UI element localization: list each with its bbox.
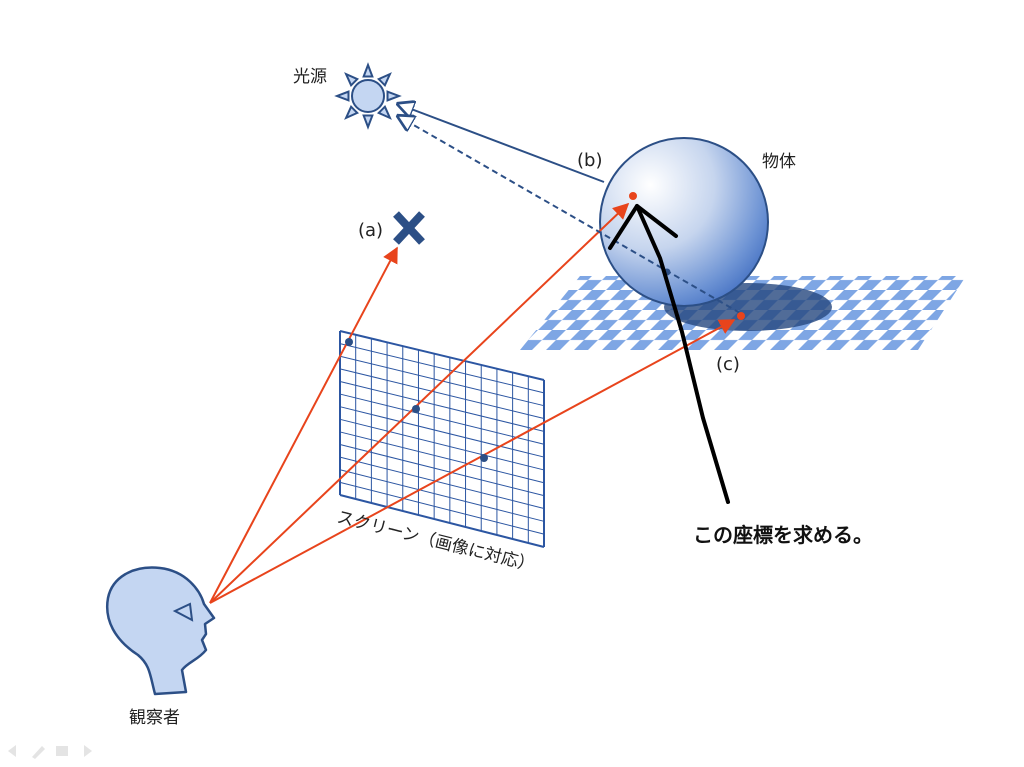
annotation-text: この座標を求める。 [693, 523, 873, 547]
sun-ray [362, 114, 374, 130]
hit-point-c [737, 312, 745, 320]
screen-grid-line [339, 494, 545, 548]
screen-grid-line [339, 343, 545, 394]
screen-grid-line [339, 393, 545, 445]
screen-grid-line [339, 368, 545, 420]
prev-slide-icon[interactable] [8, 745, 16, 757]
sun-ray [344, 104, 360, 120]
view-rays [209, 202, 736, 604]
sphere-object [599, 137, 769, 307]
light-ray-b [398, 104, 605, 183]
light-ray-c [398, 116, 741, 314]
pen-icon[interactable] [32, 746, 45, 759]
screen-grid-line [339, 431, 545, 484]
eye-icon [172, 602, 194, 622]
shadow-rays [398, 104, 741, 314]
next-slide-icon[interactable] [84, 745, 92, 757]
observer-label: 観察者 [129, 708, 180, 728]
menu-icon[interactable] [56, 746, 68, 756]
miss-cross-icon [393, 211, 425, 245]
sun-ray [344, 72, 360, 88]
sun-ray [376, 104, 392, 120]
object-label: 物体 [762, 152, 796, 172]
screen-grid-line [339, 380, 545, 432]
slide-nav [8, 745, 92, 759]
screen-grid-line [339, 456, 545, 509]
sun-ray [334, 90, 350, 102]
marker-b-label: (b) [577, 150, 602, 171]
marker-c-label: (c) [716, 354, 740, 375]
screen-grid-line [339, 481, 545, 535]
screen-grid-line [339, 444, 545, 497]
screen-grid-line [339, 418, 545, 471]
ray-b [209, 202, 630, 604]
ray-c [209, 319, 736, 604]
screen-grid-line [339, 406, 545, 458]
screen-grid-line [339, 469, 545, 522]
ray-a [209, 246, 398, 604]
light-source-label: 光源 [293, 67, 327, 87]
annotation-arrow [608, 204, 730, 504]
marker-a-label: (a) [358, 220, 383, 241]
observer-head [105, 566, 216, 696]
screen-caption: スクリーン（画像に対応） [335, 507, 537, 576]
sun-ray [362, 62, 374, 78]
sun-ray [376, 72, 392, 88]
hit-point-b [629, 192, 637, 200]
sun-icon [334, 62, 402, 130]
screen-hit-dots [345, 338, 488, 462]
sun-ray [386, 90, 402, 102]
screen-grid-line [339, 330, 545, 381]
